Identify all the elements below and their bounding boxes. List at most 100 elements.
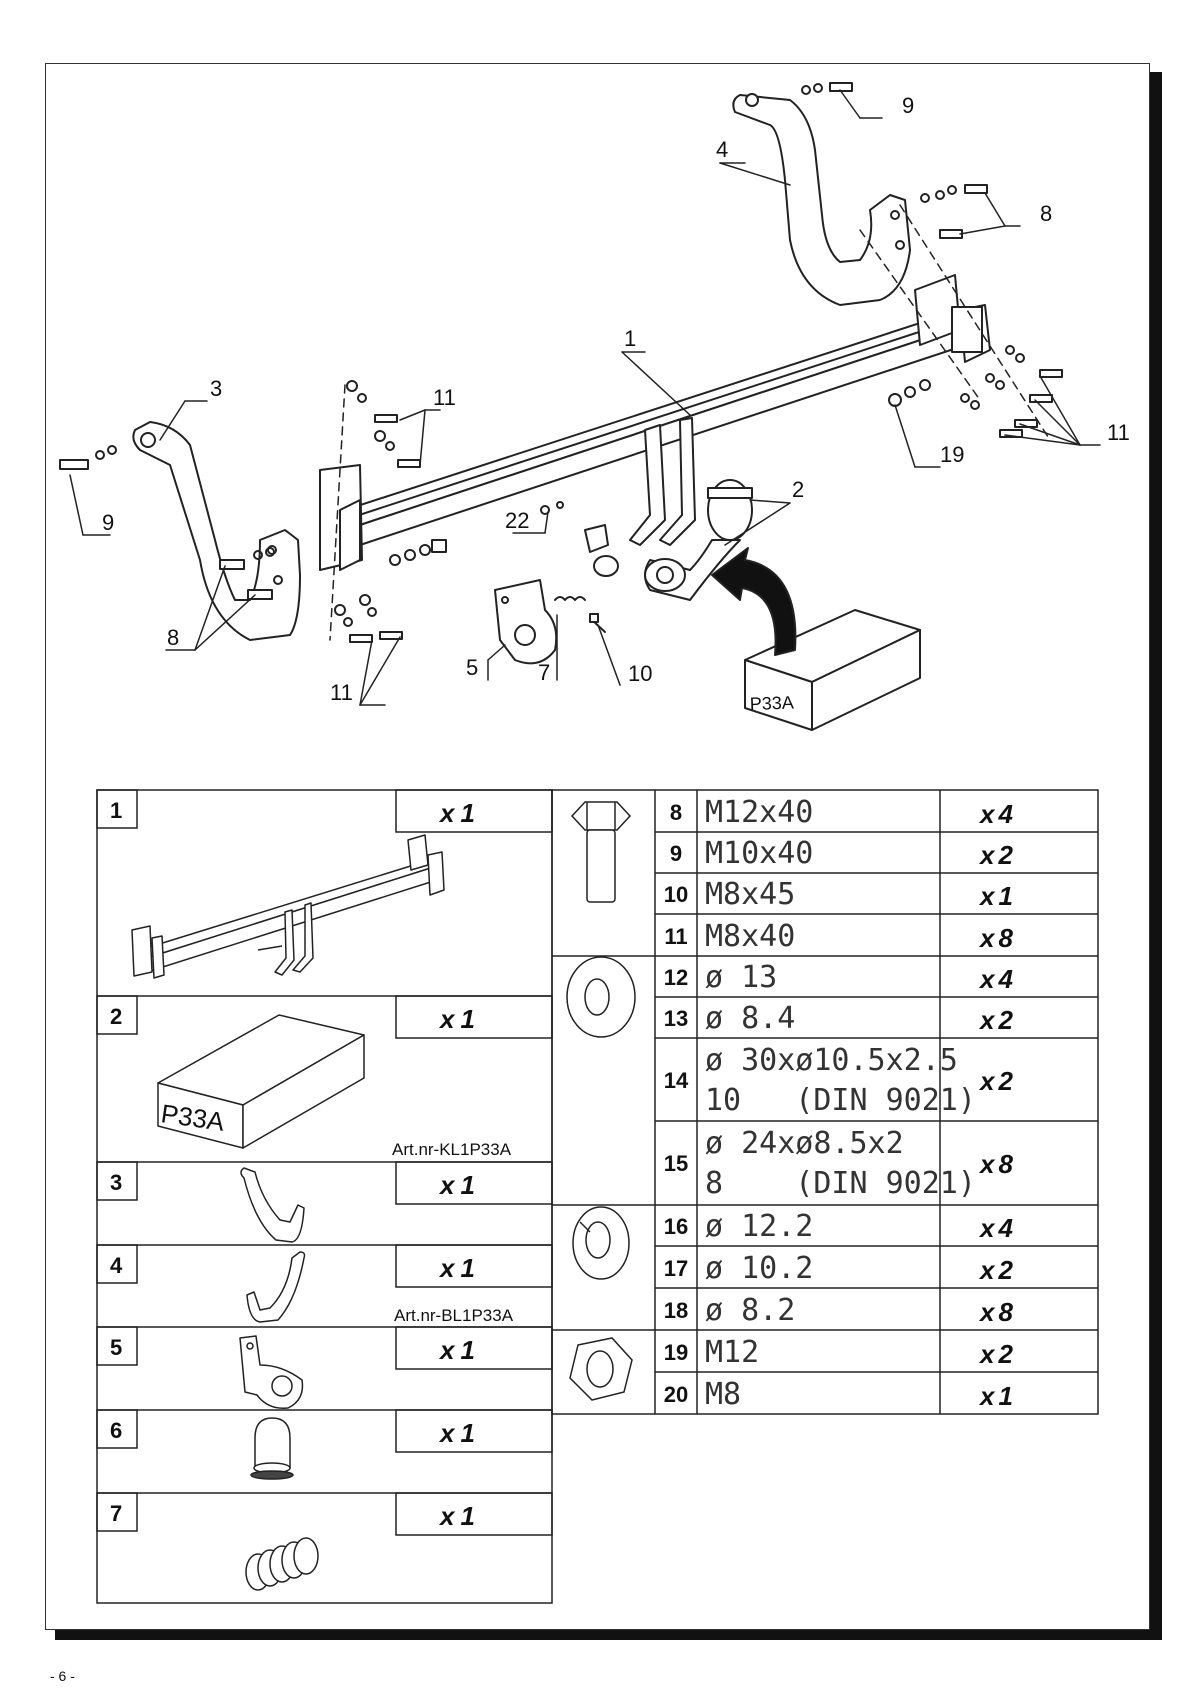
part-num-4: 4 (110, 1253, 123, 1278)
callout-11-bottom-left: 11 (330, 680, 353, 705)
part-num-18: 18 (664, 1298, 688, 1323)
callout-11-top-left: 11 (433, 385, 456, 410)
part-num-14: 14 (664, 1068, 689, 1093)
right-part-icons (566, 801, 636, 1401)
spec-18: ø 8.2 (705, 1293, 795, 1328)
spec-9: M10x40 (705, 836, 813, 871)
part-7-illustration (245, 1537, 319, 1591)
callout-leader-lines (69, 89, 1101, 706)
split-washer-icon (572, 1206, 630, 1280)
spec-14-line2: 10 (DIN 9021) (705, 1083, 976, 1118)
part-num-7: 7 (110, 1501, 122, 1526)
spec-20: M8 (705, 1377, 741, 1412)
bracket-3-drawing (132, 421, 301, 641)
wiring-kit-box-drawing (711, 547, 921, 731)
part-num-1: 1 (110, 798, 122, 823)
part-num-13: 13 (664, 1006, 688, 1031)
spec-13: ø 8.4 (705, 1001, 795, 1036)
part-num-10: 10 (664, 882, 688, 907)
callout-3: 3 (210, 376, 222, 401)
right-table-border (551, 789, 1099, 1415)
spec-15-line2: 8 (DIN 9021) (705, 1166, 976, 1201)
spec-15-line1: ø 24xø8.5x2 (705, 1126, 904, 1161)
part-num-11: 11 (664, 924, 687, 949)
callout-8-left: 8 (167, 625, 179, 650)
spec-11: M8x40 (705, 919, 795, 954)
part-num-5: 5 (110, 1335, 122, 1360)
callout-labels: 1 2 3 4 5 7 8 8 9 9 10 11 11 11 19 22 P3… (102, 93, 1130, 714)
part-6-illustration (250, 1417, 294, 1480)
spring-7-and-bolt-10-drawing (554, 596, 606, 633)
parts-table (96, 789, 1099, 1604)
socket-plate-5-drawing (494, 579, 558, 665)
spec-12: ø 13 (705, 960, 777, 995)
frame-shadow-right (1150, 72, 1162, 1639)
crossbar-drawing (319, 274, 991, 601)
callout-9-top: 9 (902, 93, 914, 118)
part-num-17: 17 (664, 1256, 688, 1281)
callout-9-left: 9 (102, 510, 114, 535)
part-2-illustration (157, 1014, 365, 1149)
art-nr-kl: Art.nr-KL1P33A (392, 1140, 512, 1159)
part-num-12: 12 (664, 965, 688, 990)
part-num-3: 3 (110, 1170, 122, 1195)
callout-1: 1 (624, 326, 636, 351)
spec-10: M8x45 (705, 877, 795, 912)
callout-2: 2 (792, 477, 804, 502)
spec-14-line1: ø 30xø10.5x2.5 (705, 1043, 958, 1078)
callout-10: 10 (628, 661, 652, 686)
spec-19: M12 (705, 1335, 759, 1370)
part-num-16: 16 (664, 1214, 688, 1239)
callout-19: 19 (940, 442, 964, 467)
part-num-9: 9 (670, 841, 682, 866)
callout-11-right: 11 (1107, 420, 1130, 445)
exploded-view (59, 82, 1101, 731)
part-num-6: 6 (110, 1418, 122, 1443)
spec-8: M12x40 (705, 795, 813, 830)
spec-17: ø 10.2 (705, 1251, 813, 1286)
part-5-illustration (239, 1335, 304, 1409)
callout-4: 4 (716, 137, 728, 162)
part-num-20: 20 (664, 1382, 688, 1407)
left-part-illustrations (131, 834, 445, 1591)
frame-shadow-bottom (55, 1630, 1162, 1640)
art-nr-bl: Art.nr-BL1P33A (394, 1306, 514, 1325)
part-4-illustration (246, 1251, 306, 1323)
wiring-box-label: P33A (749, 692, 794, 714)
callout-7: 7 (538, 660, 550, 685)
part-num-15: 15 (664, 1151, 688, 1176)
bracket-4-drawing (732, 93, 911, 306)
part-num-8: 8 (670, 800, 682, 825)
part-3-illustration (240, 1167, 305, 1243)
fasteners-drawing (59, 82, 1063, 643)
spec-16: ø 12.2 (705, 1209, 813, 1244)
page-number: - 6 - (50, 1668, 75, 1684)
part-num-19: 19 (664, 1340, 688, 1365)
flat-washer-icon (566, 956, 636, 1038)
callout-5: 5 (466, 655, 478, 680)
callout-22: 22 (505, 508, 529, 533)
hex-nut-icon (569, 1337, 633, 1401)
